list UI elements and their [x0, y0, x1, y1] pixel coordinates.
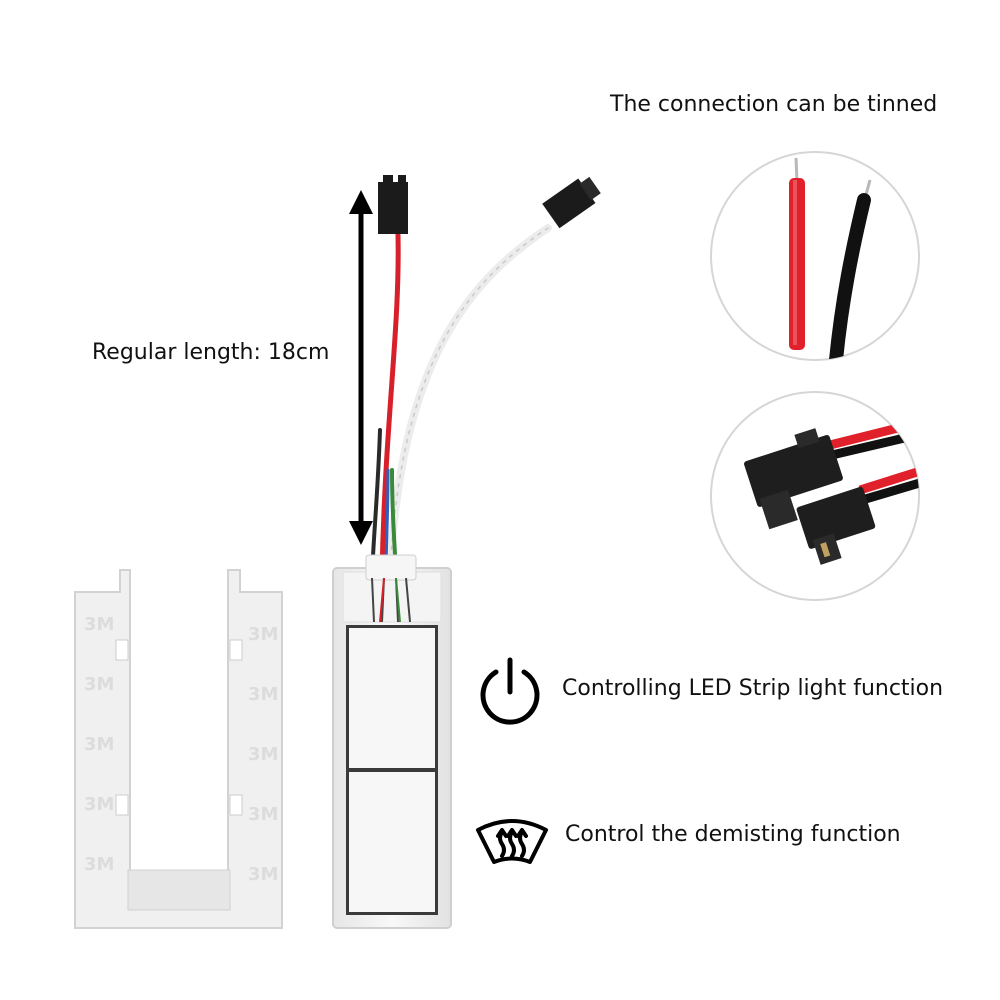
svg-text:3M: 3M	[84, 854, 114, 875]
svg-text:3M: 3M	[248, 804, 278, 825]
tinned-wire-photo	[710, 151, 920, 361]
power-icon	[480, 657, 540, 725]
female-connector	[542, 176, 601, 229]
svg-text:3M: 3M	[248, 624, 278, 645]
demist-function-label: Control the demisting function	[565, 822, 901, 847]
windshield-defrost-icon	[476, 819, 548, 864]
cable-length-label: Regular length: 18cm	[92, 340, 330, 365]
svg-text:3M: 3M	[248, 744, 278, 765]
double-arrow-icon	[349, 190, 373, 545]
svg-text:3M: 3M	[248, 684, 278, 705]
connector-pair-photo	[710, 391, 920, 601]
led-function-label: Controlling LED Strip light function	[562, 676, 944, 701]
svg-text:3M: 3M	[84, 614, 114, 635]
svg-text:3M: 3M	[84, 674, 114, 695]
cable-bundle	[370, 224, 552, 579]
switch-module	[332, 554, 452, 929]
tinned-connection-label: The connection can be tinned	[610, 92, 938, 117]
svg-text:3M: 3M	[84, 734, 114, 755]
svg-text:3M: 3M	[248, 864, 278, 885]
svg-text:3M: 3M	[84, 794, 114, 815]
male-connector	[378, 175, 408, 234]
mounting-bracket: 3M 3M 3M 3M 3M 3M 3M 3M 3M 3M	[74, 569, 283, 929]
